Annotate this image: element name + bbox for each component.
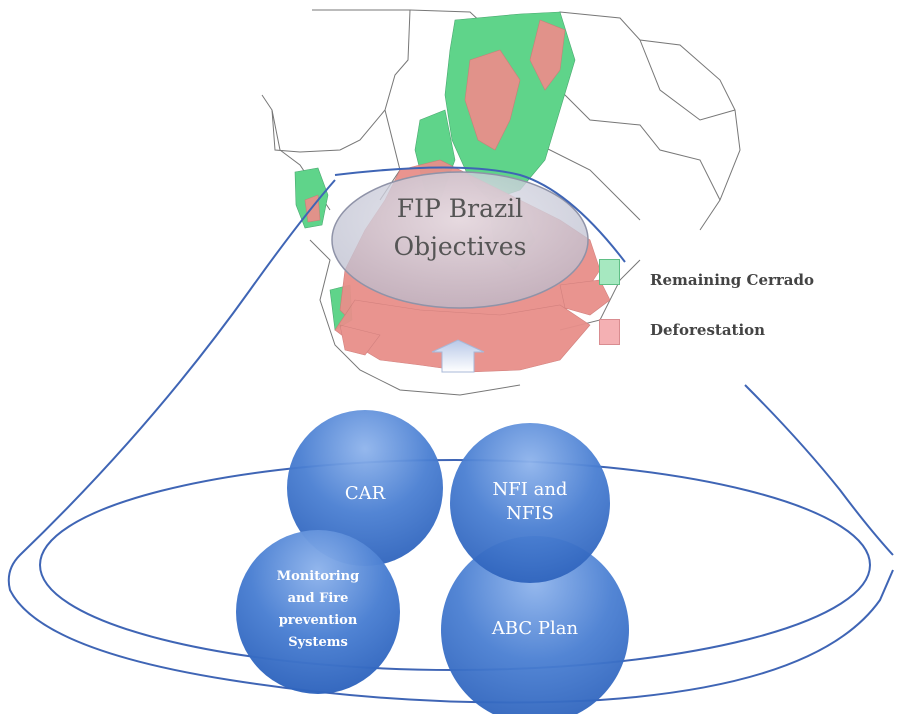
nfi-label: NFI and NFIS [465, 474, 595, 530]
car-circle [287, 410, 443, 566]
state-border [309, 239, 521, 396]
abc-plan-label: ABC Plan [460, 610, 610, 646]
legend-swatch-deforestation [599, 319, 620, 345]
car-label: CAR [305, 475, 425, 511]
up-arrow-icon [431, 339, 485, 373]
car-text: CAR [344, 482, 386, 504]
funnel-outline [334, 166, 626, 263]
nfi-circle [450, 423, 610, 583]
objectives-line-1: FIP Brazil [396, 194, 524, 223]
monitoring-label: Monitoring and Fire prevention Systems [252, 562, 384, 658]
abc-plan-text: ABC Plan [491, 617, 579, 639]
funnel-left-line [7, 179, 894, 704]
abc-plan-circle [441, 536, 629, 714]
nfi-text-1: NFI and [492, 479, 568, 500]
objectives-line-2: Objectives [393, 232, 527, 261]
state-border [261, 9, 411, 153]
legend-label-remaining: Remaining Cerrado [650, 271, 815, 289]
objectives-oval [331, 171, 589, 309]
state-border [639, 39, 736, 121]
monitoring-text-2: and Fire [287, 591, 349, 606]
nfi-text-2: NFIS [506, 503, 554, 524]
monitoring-circle [236, 530, 400, 694]
legend-swatch-remaining [599, 259, 620, 285]
legend-label-deforestation: Deforestation [650, 321, 766, 339]
monitoring-text-3: prevention [278, 613, 358, 628]
objectives-title: FIP Brazil Objectives [330, 190, 590, 266]
monitoring-text-4: Systems [288, 635, 348, 650]
monitoring-text-1: Monitoring [276, 569, 360, 584]
funnel-right-line [744, 384, 894, 556]
